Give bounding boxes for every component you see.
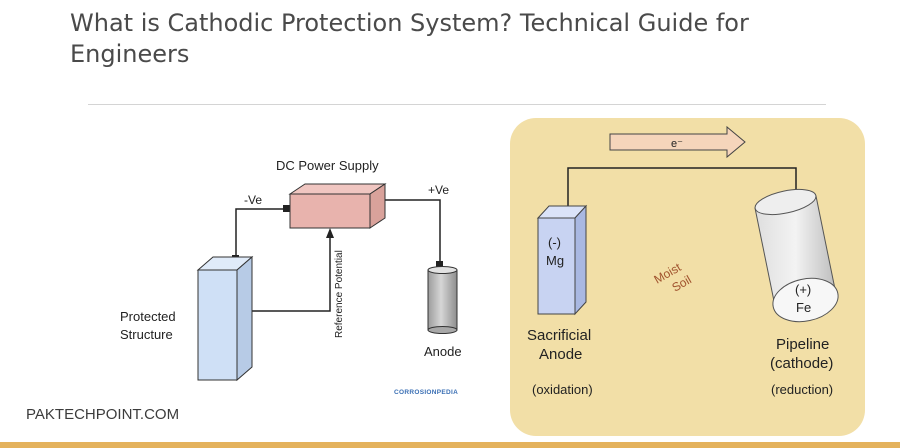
- structure-label-line2: Structure: [120, 327, 173, 342]
- mg-anode-block: [536, 204, 588, 316]
- positive-label: +Ve: [428, 183, 449, 197]
- sacrificial-anode-label-line1: Sacrificial: [527, 327, 591, 344]
- anode-cylinder: [427, 266, 458, 334]
- corrosionpedia-watermark: CORROSIONPEDIA: [394, 389, 458, 396]
- negative-terminal: [283, 205, 290, 212]
- fe-metal-label: Fe: [796, 300, 811, 315]
- pipeline-label-line1: Pipeline: [776, 336, 829, 353]
- electron-label: e⁻: [671, 138, 683, 150]
- mg-metal-label: Mg: [546, 253, 564, 268]
- page-title: What is Cathodic Protection System? Tech…: [70, 9, 749, 68]
- bottom-accent-bar: [0, 442, 900, 448]
- impressed-current-diagram: DC Power Supply -Ve +Ve Protected Struct…: [120, 158, 462, 396]
- dc-power-supply: [288, 183, 387, 229]
- fe-charge-label: (+): [795, 282, 811, 297]
- pipeline-cylinder: [754, 188, 839, 323]
- positive-wire: [382, 199, 441, 265]
- footer-site-name: PAKTECHPOINT.COM: [26, 406, 180, 423]
- anode-terminal: [436, 261, 443, 267]
- reference-wire: [252, 233, 331, 312]
- oxidation-label: (oxidation): [532, 382, 593, 397]
- negative-label: -Ve: [244, 193, 262, 207]
- electron-flow-arrow: [609, 125, 746, 159]
- reduction-label: (reduction): [771, 382, 833, 397]
- title-divider: [88, 104, 826, 105]
- structure-label-line1: Protected: [120, 309, 176, 324]
- pipeline-label-line2: (cathode): [770, 355, 833, 372]
- negative-wire: [235, 208, 289, 257]
- mg-charge-label: (-): [548, 235, 561, 250]
- sacrificial-anode-diagram: e⁻ (-) Mg (+) Fe Moist Soil Sacrificial …: [510, 118, 865, 436]
- reference-arrowhead: [326, 228, 334, 238]
- dc-power-supply-label: DC Power Supply: [276, 158, 379, 173]
- protected-structure-block: [196, 255, 254, 382]
- reference-potential-label: Reference Potential: [334, 250, 345, 338]
- anode-label: Anode: [424, 344, 462, 359]
- sacrificial-anode-label-line2: Anode: [539, 346, 582, 363]
